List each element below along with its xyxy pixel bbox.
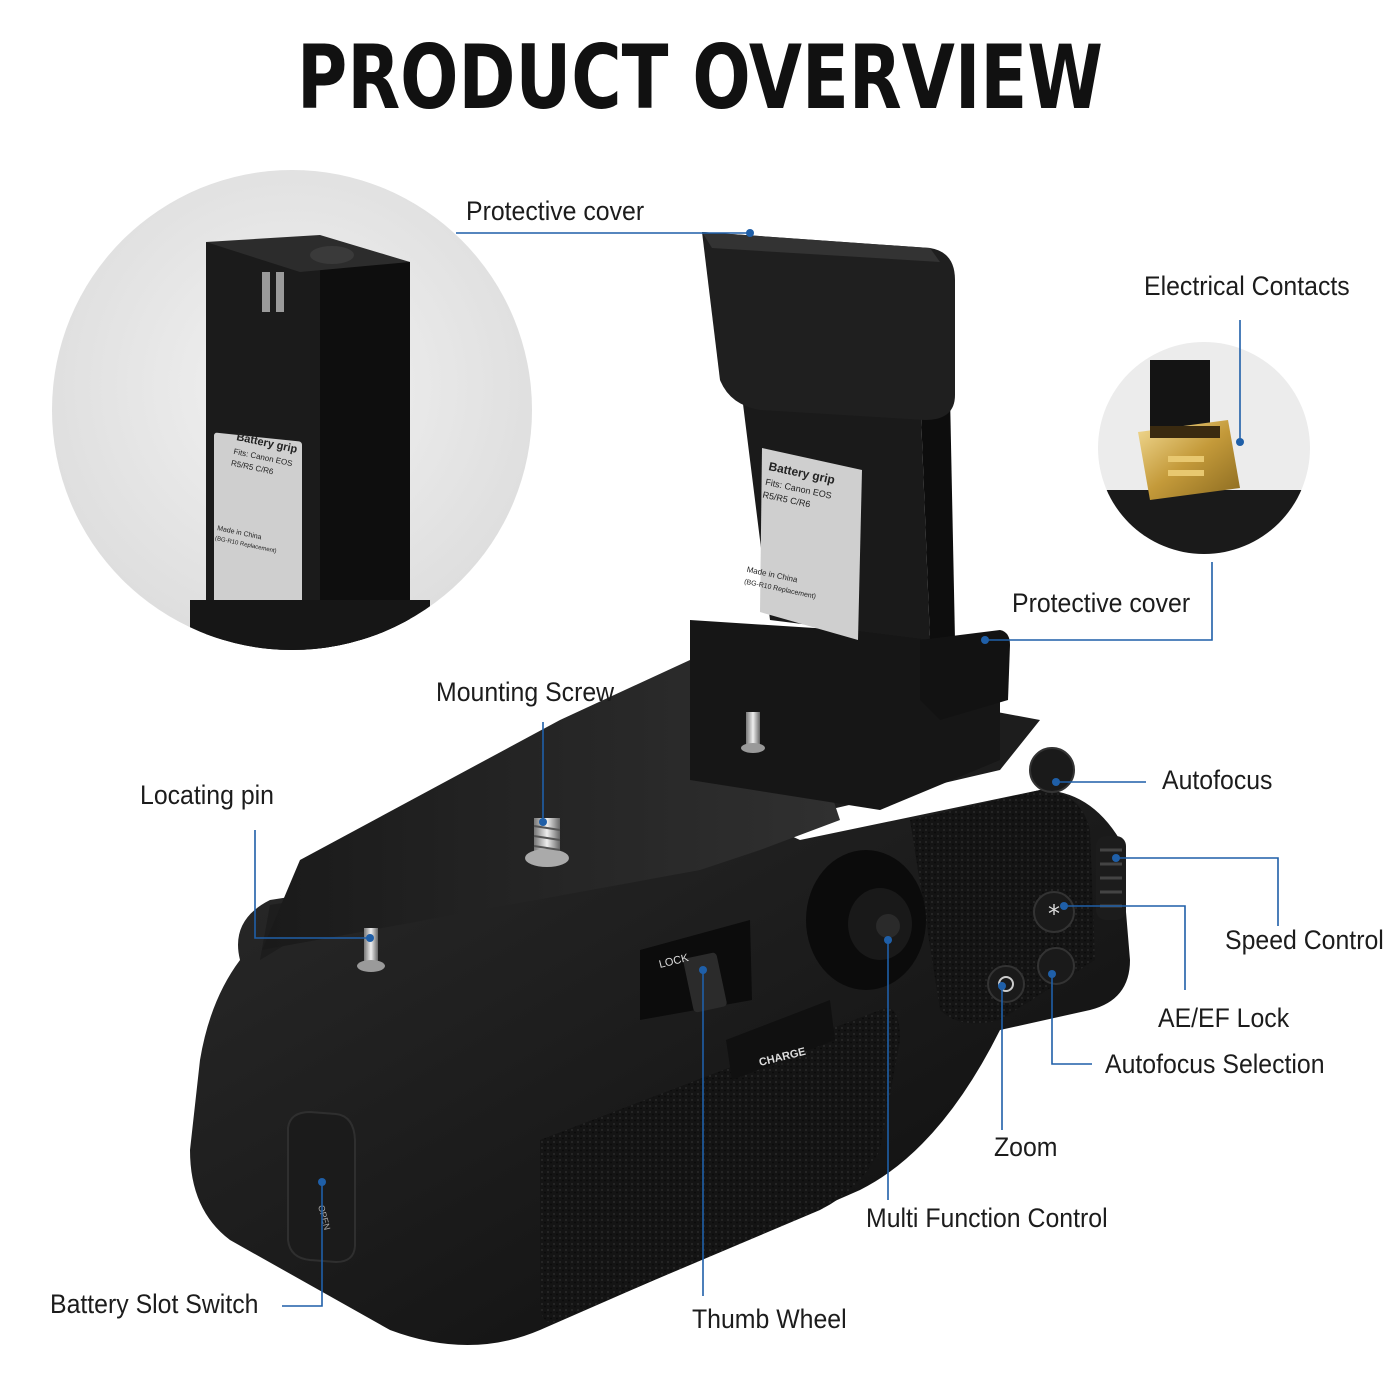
- callout-electrical-contacts: Electrical Contacts: [1144, 271, 1350, 301]
- callout-autofocus-selection: Autofocus Selection: [1105, 1049, 1325, 1079]
- callout-lines: [254, 232, 1279, 1307]
- callout-protective-cover-side: Protective cover: [1012, 588, 1191, 618]
- callout-autofocus: Autofocus: [1162, 765, 1273, 795]
- callout-multi-function-control: Multi Function Control: [866, 1203, 1108, 1233]
- zoom-button: [987, 965, 1025, 1003]
- locating-pin-rear: [741, 712, 765, 753]
- detail-bubble-electrical-contacts: [1098, 342, 1310, 554]
- battery-grip-body: *: [190, 232, 1130, 1345]
- autofocus-selection-button: [1037, 947, 1075, 985]
- svg-text:*: *: [1048, 900, 1060, 928]
- callout-ae-ef-lock: AE/EF Lock: [1158, 1003, 1290, 1033]
- callout-battery-slot-switch: Battery Slot Switch: [50, 1289, 259, 1319]
- callout-protective-cover-top: Protective cover: [466, 196, 645, 226]
- callout-dots: [318, 229, 1244, 1186]
- autofocus-button: [1029, 747, 1075, 793]
- callout-mounting-screw: Mounting Screw: [436, 677, 615, 707]
- callout-zoom: Zoom: [994, 1132, 1058, 1162]
- callout-speed-control: Speed Control: [1225, 925, 1384, 955]
- callout-locating-pin: Locating pin: [140, 780, 274, 810]
- speed-control-dial: [1096, 836, 1126, 920]
- detail-bubble-battery-grip: [52, 170, 532, 650]
- callout-thumb-wheel: Thumb Wheel: [692, 1304, 847, 1334]
- multi-function-control: [806, 850, 926, 990]
- mounting-screw: [525, 818, 569, 867]
- lock-slider: [640, 920, 752, 1020]
- product-label: [760, 448, 862, 640]
- page-title: PRODUCT OVERVIEW: [297, 26, 1103, 129]
